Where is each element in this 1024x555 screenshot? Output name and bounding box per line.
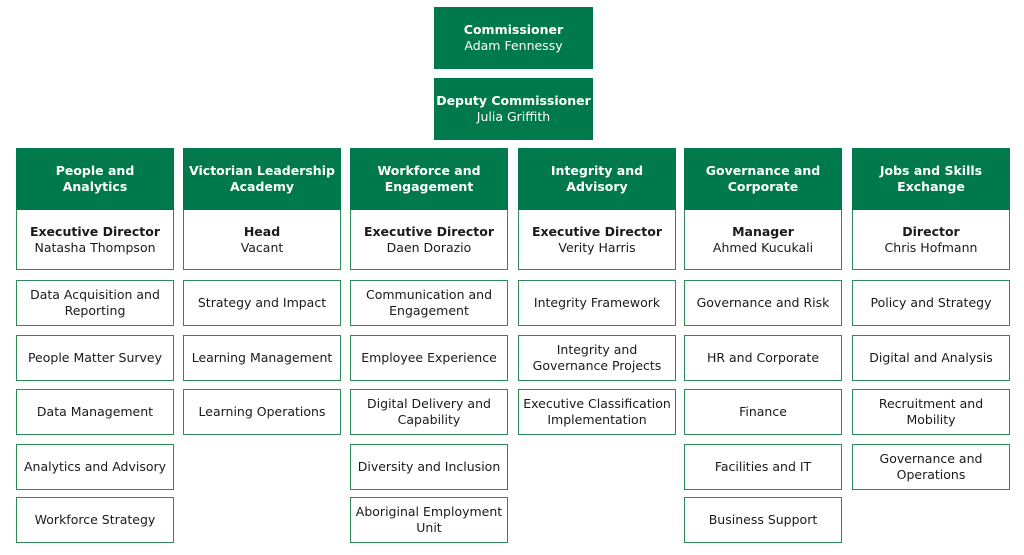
unit-box: Learning Operations [183, 389, 341, 435]
unit-box: Aboriginal Employment Unit [350, 497, 508, 543]
commissioner-box: Commissioner Adam Fennessy [434, 7, 593, 69]
lead-name: Verity Harris [558, 239, 636, 255]
unit-box: Employee Experience [350, 335, 508, 381]
commissioner-role: Commissioner [463, 22, 564, 37]
unit-box: Data Management [16, 389, 174, 435]
lead-name: Chris Hofmann [884, 239, 978, 255]
column-governance-and-corporate: Governance and Corporate Manager Ahmed K… [684, 148, 842, 543]
division-lead: Executive Director Daen Dorazio [350, 210, 508, 270]
lead-name: Natasha Thompson [34, 239, 156, 255]
unit-box: Workforce Strategy [16, 497, 174, 543]
lead-name: Daen Dorazio [386, 239, 472, 255]
unit-box: Facilities and IT [684, 444, 842, 490]
deputy-commissioner-box: Deputy Commissioner Julia Griffith [434, 78, 593, 140]
division-header: Integrity and Advisory [518, 148, 676, 210]
unit-box: Recruitment and Mobility [852, 389, 1010, 435]
lead-role: Executive Director [29, 223, 161, 239]
column-integrity-and-advisory: Integrity and Advisory Executive Directo… [518, 148, 676, 435]
division-header: Victorian Leadership Academy [183, 148, 341, 210]
division-header: Jobs and Skills Exchange [852, 148, 1010, 210]
unit-box: Digital Delivery and Capability [350, 389, 508, 435]
unit-box: Integrity Framework [518, 280, 676, 326]
commissioner-name: Adam Fennessy [464, 38, 563, 53]
unit-box: Data Acquisition and Reporting [16, 280, 174, 326]
lead-role: Head [243, 223, 281, 239]
division-lead: Head Vacant [183, 210, 341, 270]
division-lead: Executive Director Natasha Thompson [16, 210, 174, 270]
column-jobs-and-skills-exchange: Jobs and Skills Exchange Director Chris … [852, 148, 1010, 490]
column-people-and-analytics: People and Analytics Executive Director … [16, 148, 174, 543]
division-header: Governance and Corporate [684, 148, 842, 210]
unit-box: Analytics and Advisory [16, 444, 174, 490]
unit-box: Business Support [684, 497, 842, 543]
lead-role: Executive Director [363, 223, 495, 239]
division-lead: Manager Ahmed Kucukali [684, 210, 842, 270]
unit-box: Executive Classification Implementation [518, 389, 676, 435]
column-workforce-and-engagement: Workforce and Engagement Executive Direc… [350, 148, 508, 543]
unit-box: Learning Management [183, 335, 341, 381]
lead-role: Manager [732, 223, 794, 239]
unit-box: People Matter Survey [16, 335, 174, 381]
unit-box: Finance [684, 389, 842, 435]
unit-box: Governance and Operations [852, 444, 1010, 490]
division-header: Workforce and Engagement [350, 148, 508, 210]
unit-box: Strategy and Impact [183, 280, 341, 326]
deputy-role: Deputy Commissioner [436, 93, 591, 108]
lead-name: Vacant [240, 239, 284, 255]
lead-role: Director [902, 223, 960, 239]
unit-box: Policy and Strategy [852, 280, 1010, 326]
lead-name: Ahmed Kucukali [712, 239, 814, 255]
unit-box: Governance and Risk [684, 280, 842, 326]
deputy-name: Julia Griffith [476, 109, 551, 124]
lead-role: Executive Director [531, 223, 663, 239]
column-victorian-leadership-academy: Victorian Leadership Academy Head Vacant… [183, 148, 341, 435]
unit-box: Digital and Analysis [852, 335, 1010, 381]
unit-box: Communication and Engagement [350, 280, 508, 326]
unit-box: Diversity and Inclusion [350, 444, 508, 490]
division-header: People and Analytics [16, 148, 174, 210]
division-lead: Executive Director Verity Harris [518, 210, 676, 270]
division-lead: Director Chris Hofmann [852, 210, 1010, 270]
unit-box: HR and Corporate [684, 335, 842, 381]
unit-box: Integrity and Governance Projects [518, 335, 676, 381]
